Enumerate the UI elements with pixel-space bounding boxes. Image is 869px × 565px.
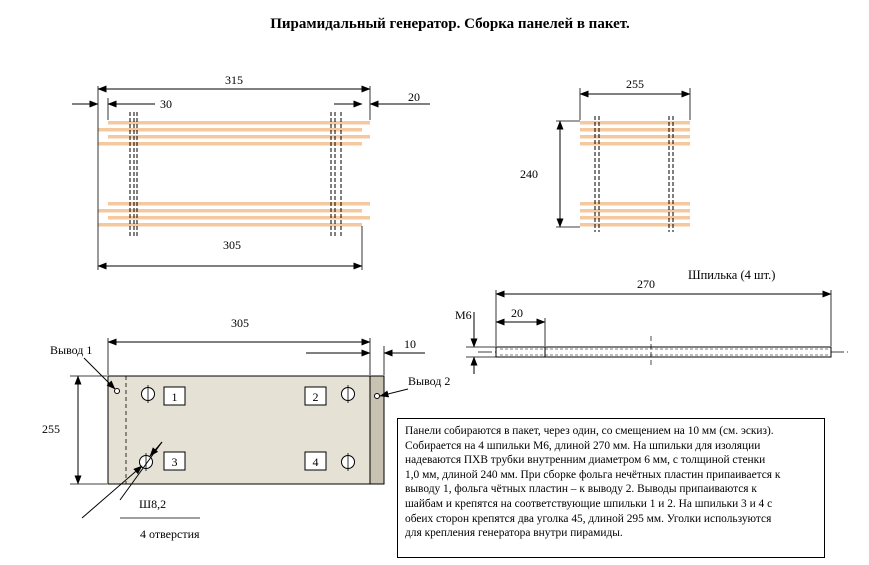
board-strip [98,142,362,146]
board-strip [108,202,370,206]
end-view: 255 240 [520,77,691,232]
hole-number: 3 [172,455,178,469]
dim-270: 270 [637,277,655,291]
board-strip [98,209,362,213]
lead2-hole [374,393,380,399]
note-line: выводу 1, фольга чётных пластин – к выво… [405,483,757,496]
panel-offset-edge [369,375,385,485]
dim-panel-10: 10 [404,337,416,351]
note-line: шайбам и крепятся на соответствующие шпи… [405,497,773,510]
hole-diameter-label: Ш8,2 [139,497,166,511]
note-line: обеих сторон крепятся два уголка 45, дли… [405,512,772,525]
dim-315: 315 [225,73,243,87]
holes-count-label: 4 отверстия [140,527,200,541]
note-line: Собирается на 4 шпильки М6, длиной 270 м… [405,439,761,452]
side-view: 315 30 20 305 [72,73,430,270]
board-strip [98,223,362,227]
note-line: 1,0 мм, длиной 240 мм. При сборке фольга… [405,468,781,481]
board-strip [108,121,370,125]
dim-thread-20: 20 [511,306,523,320]
board-strip [580,216,690,220]
panel-drawing: 1 2 3 4 305 10 255 Вывод 1 Вывод 2 Ш8,2 [42,316,450,541]
dim-m6: М6 [455,308,472,322]
hole-number: 2 [313,390,319,404]
board-strip [580,121,690,125]
dim-30: 30 [160,97,172,111]
stud-body [495,346,832,358]
page-title: Пирамидальный генератор. Сборка панелей … [270,16,630,32]
hole-number: 4 [313,455,319,469]
stud-drawing: Шпилька (4 шт.) 270 20 М6 [455,268,848,374]
hole-number: 1 [172,390,178,404]
note-line: надеваются ПХВ трубки внутренним диаметр… [405,454,766,467]
dim-panel-305: 305 [231,316,249,330]
assembly-note: Панели собираются в пакет, через один, с… [397,418,825,558]
board-strip [580,202,690,206]
dim-255: 255 [626,77,644,91]
lead1-hole [114,388,120,394]
board-strip [108,135,370,139]
dim-305: 305 [223,238,241,252]
note-line: Панели собираются в пакет, через один, с… [405,425,774,437]
board-strip [580,142,690,146]
dim-240: 240 [520,167,538,181]
board-strip [98,128,362,132]
dim-panel-255: 255 [42,422,60,436]
dim-20: 20 [408,90,420,104]
lead1-label: Вывод 1 [50,343,92,357]
note-line: для крепления генератора внутри пирамиды… [405,527,623,540]
board-strip [108,216,370,220]
lead2-label: Вывод 2 [408,374,450,388]
stud-title: Шпилька (4 шт.) [688,268,775,282]
board-strip [580,223,690,227]
board-strip [580,128,690,132]
board-strip [580,135,690,139]
board-strip [580,209,690,213]
